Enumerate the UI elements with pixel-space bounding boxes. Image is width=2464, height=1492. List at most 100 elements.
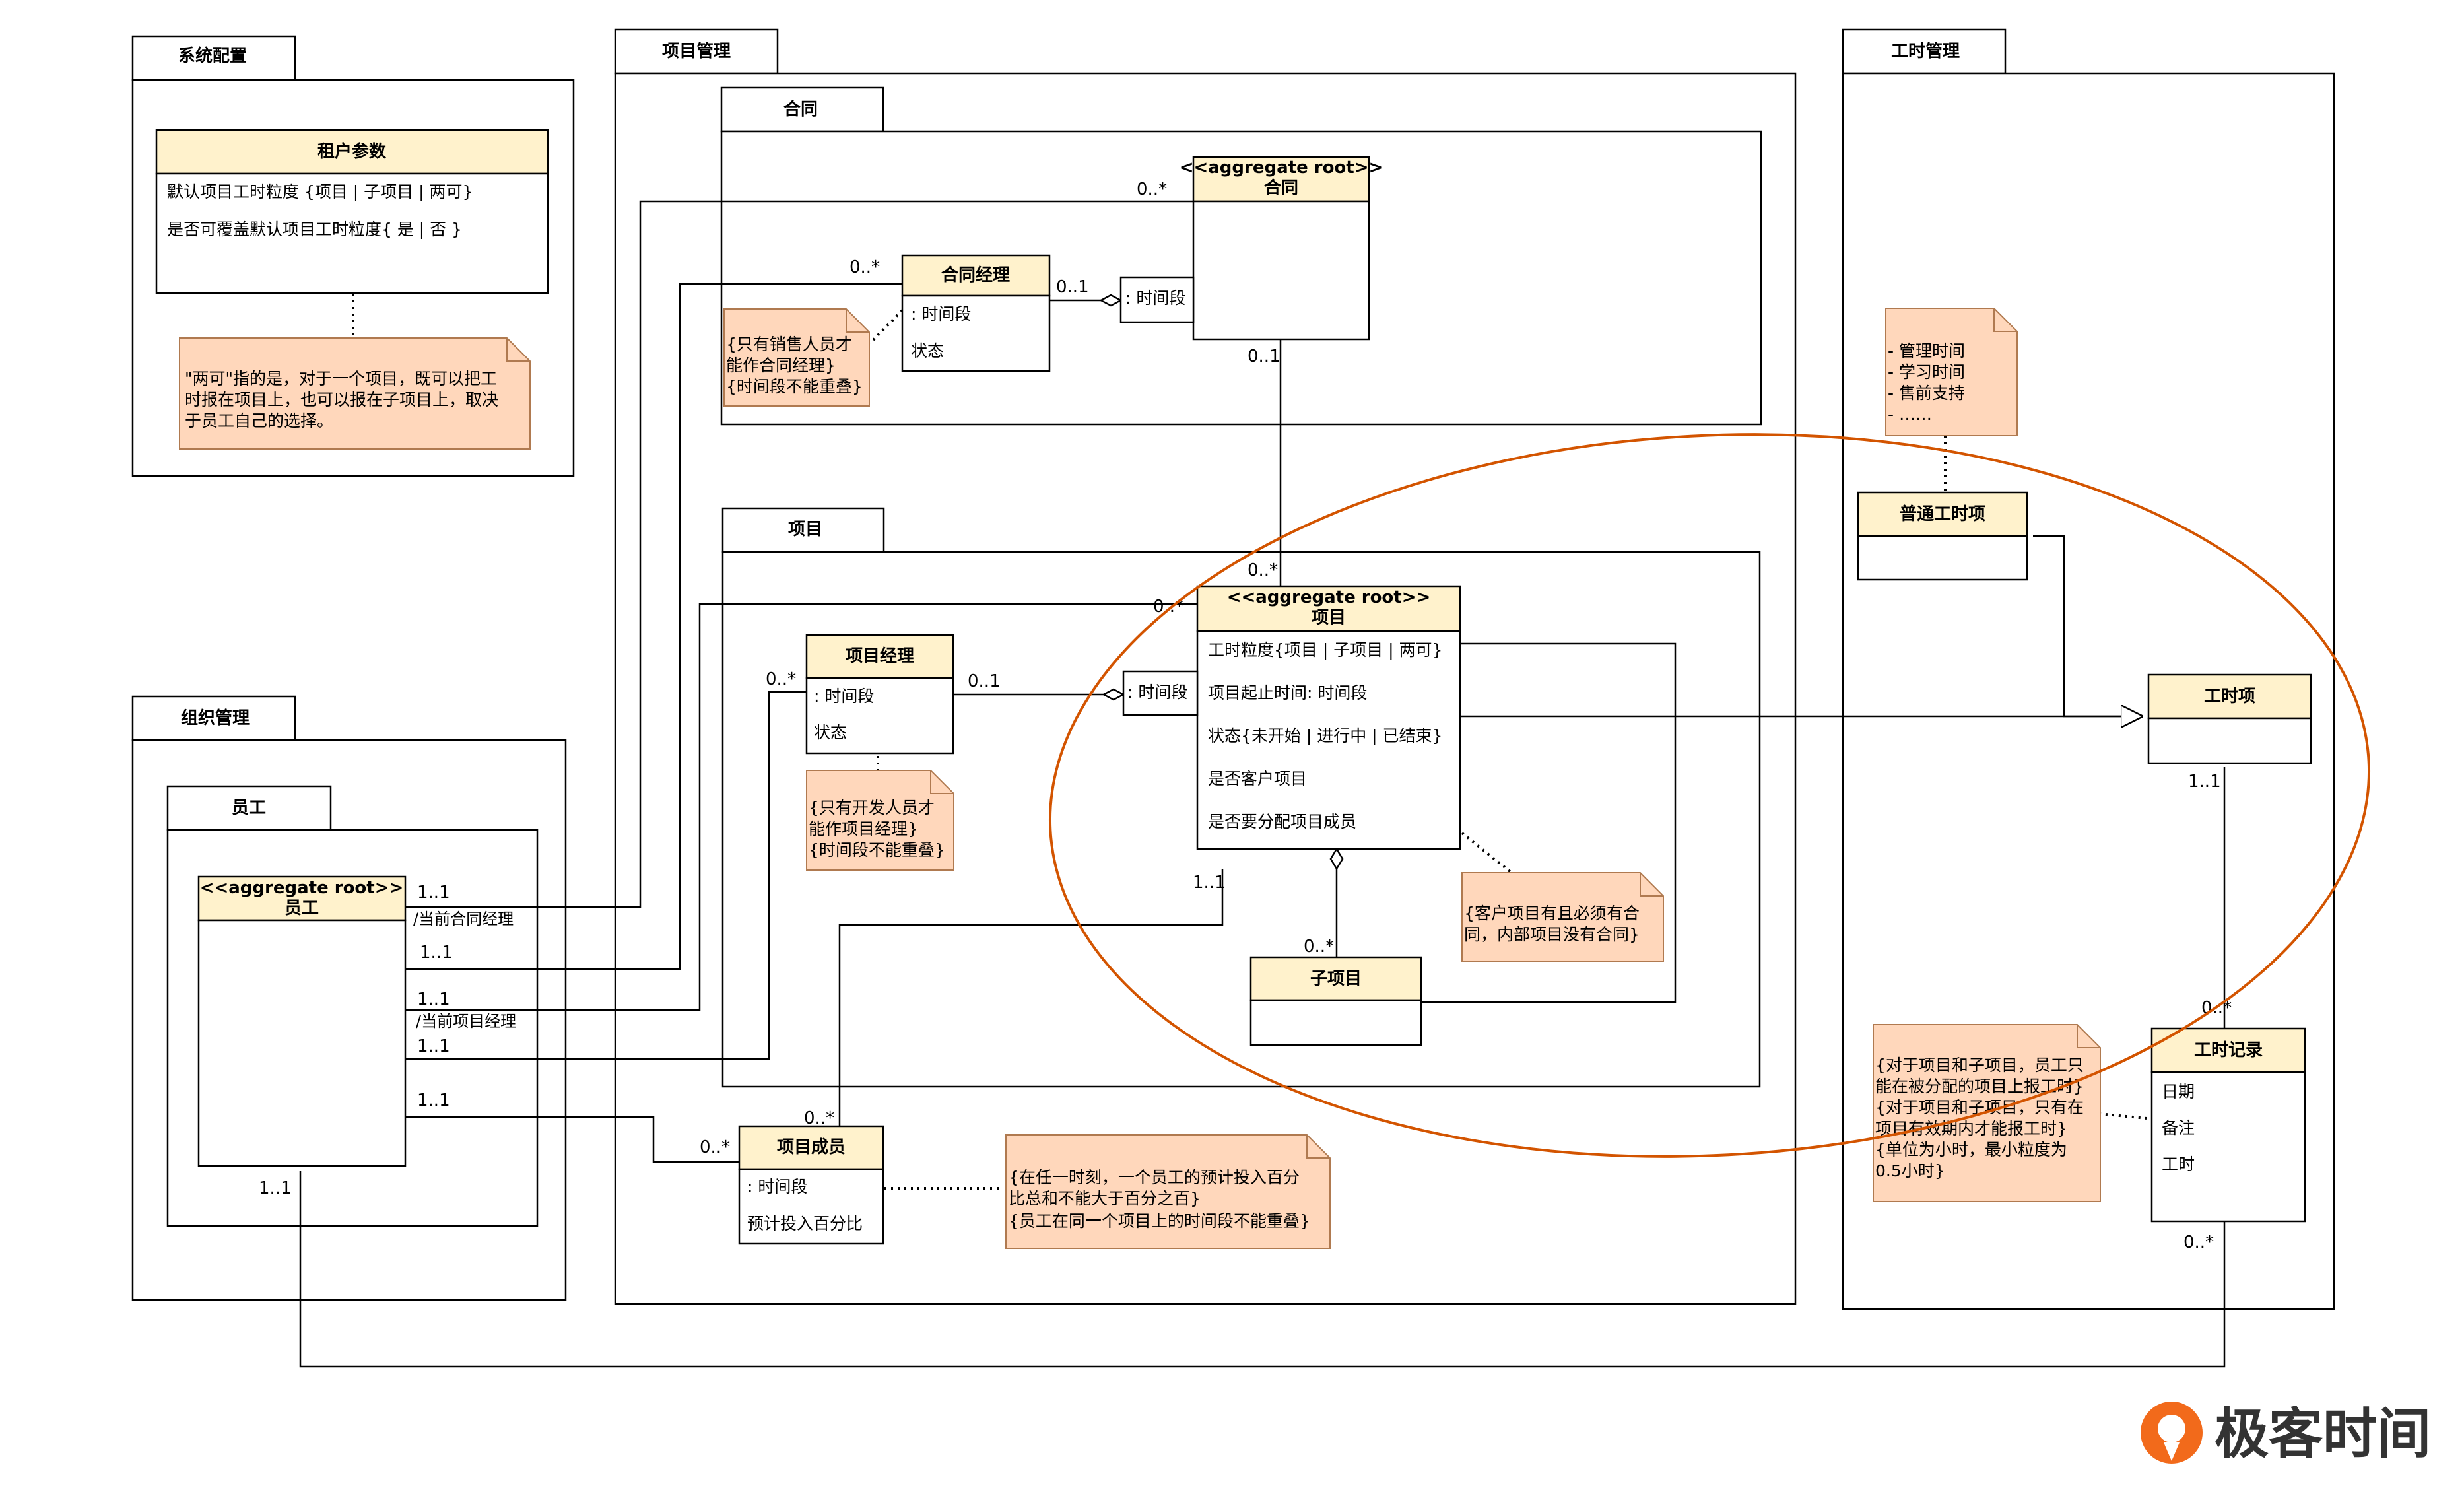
geektime-logo-icon [2141, 1402, 2203, 1464]
multiplicity: 0..1 [968, 671, 1001, 691]
multiplicity: 1..1 [417, 1036, 450, 1056]
class-attr: 是否可覆盖默认项目工时粒度{ 是 | 否 } [167, 220, 462, 239]
logo: 极客时间 [2141, 1402, 2431, 1466]
package-tab-project: 项目 [788, 520, 822, 539]
class-project-root [1196, 585, 1461, 850]
line-project-loop [1422, 642, 1677, 1003]
class-attr: : 时间段 [814, 687, 874, 706]
note-either [179, 337, 531, 450]
multiplicity: 0..* [1304, 937, 1334, 957]
multiplicity: 0..* [1248, 560, 1278, 580]
class-title-time-record: 工时记录 [2194, 1040, 2263, 1060]
package-tab-project-mgmt: 项目管理 [662, 42, 731, 61]
multiplicity: 1..1 [259, 1178, 292, 1198]
class-attr: : 时间段 [747, 1177, 807, 1196]
note-line: "两可"指的是，对于一个项目，既可以把工 [185, 369, 497, 388]
class-title-time-item: 工时项 [2204, 687, 2255, 706]
note-line: 0.5小时} [1875, 1161, 1945, 1180]
class-title-project: 项目 [1312, 608, 1346, 628]
note-line: {客户项目有且必须有合 [1464, 904, 1640, 923]
qualifier-label: : 时间段 [1127, 683, 1187, 702]
class-title-project-manager: 项目经理 [846, 646, 914, 666]
multiplicity: 0..* [766, 669, 796, 689]
note-line: {对于项目和子项目，员工只 [1875, 1056, 2084, 1075]
note-line: {在任一时刻，一个员工的预计投入百分 [1009, 1168, 1300, 1187]
class-employee-root [197, 875, 407, 1167]
class-attr: 是否客户项目 [1208, 769, 1307, 788]
class-project-member [738, 1125, 884, 1245]
multiplicity: 1..1 [1193, 873, 1226, 893]
class-title-contract: 合同 [1264, 178, 1298, 198]
class-attr: 备注 [2162, 1118, 2195, 1137]
multiplicity: 0..* [1137, 180, 1167, 199]
stereotype-project: <<aggregate root>> [1227, 588, 1431, 607]
multiplicity: 0..* [2183, 1233, 2214, 1252]
line-employee-project [405, 603, 1197, 1011]
multiplicity: 0..1 [1056, 277, 1089, 297]
class-attr: 默认项目工时粒度 {项目 | 子项目 | 两可} [167, 182, 473, 201]
class-attr: 日期 [2162, 1082, 2195, 1101]
class-attr: 状态{未开始 | 进行中 | 已结束} [1208, 726, 1442, 745]
note-line: {只有销售人员才 [726, 335, 852, 354]
note-line: 能作项目经理} [809, 819, 918, 838]
note-project-manager [806, 770, 954, 871]
class-attr: : 时间段 [911, 304, 971, 323]
note-line: - 学习时间 [1888, 362, 1965, 382]
package-tab-system-config: 系统配置 [178, 46, 247, 66]
multiplicity: 0..1 [1248, 347, 1281, 366]
note-line: {时间段不能重叠} [809, 840, 945, 860]
class-contract-manager [901, 254, 1051, 372]
role-label-current-contract-manager: /当前合同经理 [413, 910, 514, 928]
stereotype-contract: <<aggregate root>> [1180, 158, 1383, 178]
class-attr: 是否要分配项目成员 [1208, 812, 1356, 831]
qualifier-label: : 时间段 [1125, 288, 1185, 308]
class-title-sub-project: 子项目 [1310, 969, 1362, 989]
class-attr: 预计投入百分比 [747, 1214, 863, 1233]
multiplicity: 1..1 [417, 883, 450, 902]
class-project-manager [805, 634, 954, 755]
line-employee-contract-manager [405, 283, 902, 970]
class-attr: 状态 [814, 723, 847, 742]
multiplicity: 0..* [700, 1137, 730, 1157]
class-attr: 状态 [911, 341, 944, 360]
note-line: {时间段不能重叠} [726, 377, 863, 396]
class-sub-project [1249, 956, 1422, 1046]
multiplicity: 1..1 [417, 1091, 450, 1110]
class-title-normal-time-item: 普通工时项 [1900, 504, 1985, 524]
note-line: - 管理时间 [1888, 341, 1965, 360]
logo-text: 极客时间 [2214, 1403, 2431, 1466]
line-normal-timeitem [2033, 535, 2143, 716]
note-line: 时报在项目上，也可以报在子项目上，取决 [185, 390, 498, 409]
line-employee-member [405, 1116, 739, 1163]
multiplicity: 0..* [804, 1108, 834, 1128]
note-time-items [1885, 308, 2018, 436]
note-line: 项目有效期内才能报工时} [1875, 1119, 2067, 1138]
connectors [299, 200, 2226, 1368]
note-line: {员工在同一个项目上的时间段不能重叠} [1009, 1211, 1310, 1231]
class-contract-root [1192, 156, 1370, 341]
stereotype-employee: <<aggregate root>> [200, 878, 404, 898]
multiplicity: 1..1 [420, 943, 453, 963]
note-line: 能在被分配的项目上报工时} [1875, 1077, 2084, 1096]
note-line: - 售前支持 [1888, 384, 1965, 403]
note-line: 于员工自己的选择。 [185, 411, 333, 430]
qualifier-project-period [1122, 670, 1199, 716]
note-line: - …… [1888, 405, 1932, 424]
class-title-contract-manager: 合同经理 [941, 265, 1010, 285]
line-employee-project-manager [405, 691, 813, 1060]
package-tab-employee: 员工 [232, 798, 266, 818]
note-line: {只有开发人员才 [809, 798, 935, 817]
class-tenant-params [155, 129, 549, 294]
multiplicity: 1..1 [2188, 772, 2221, 792]
aggregation-diamond-icon [1329, 847, 1344, 871]
note-line: 同，内部项目没有合同} [1464, 925, 1640, 944]
class-time-item [2147, 673, 2312, 764]
note-contract-manager [723, 308, 870, 407]
highlight-ellipse [1048, 433, 2371, 1158]
class-attr: 工时粒度{项目 | 子项目 | 两可} [1208, 640, 1442, 660]
class-title-project-member: 项目成员 [777, 1137, 846, 1157]
class-attr: 项目起止时间: 时间段 [1208, 683, 1367, 702]
note-line: {单位为小时，最小粒度为 [1875, 1140, 2067, 1159]
package-tab-timesheet: 工时管理 [1891, 42, 1960, 61]
line-employee-contract [405, 200, 1193, 908]
